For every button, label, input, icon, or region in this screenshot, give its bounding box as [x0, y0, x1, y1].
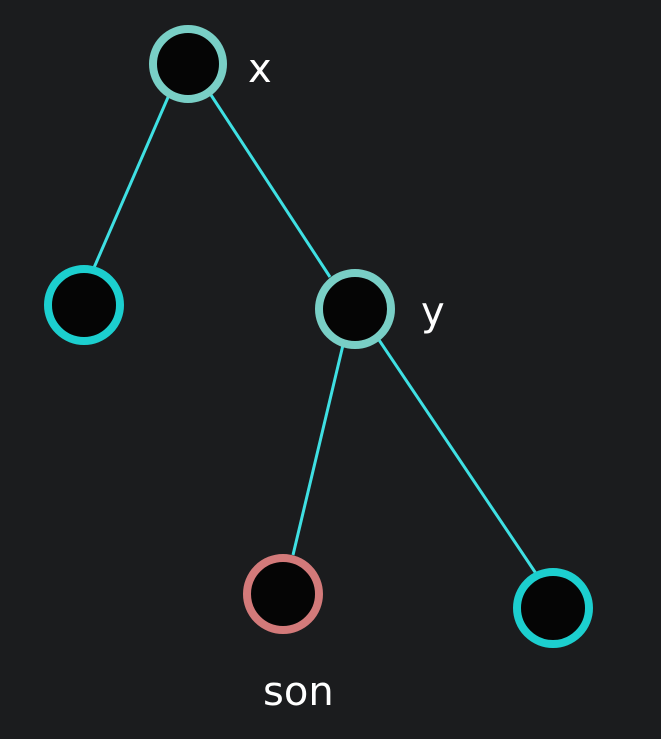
edge-x-to-y	[209, 94, 332, 278]
edge-y-to-son	[291, 344, 345, 556]
edge-y-to-right-child	[375, 336, 539, 576]
node-x-left-child	[44, 265, 124, 345]
label-y: y	[421, 289, 445, 335]
node-y-right-child	[513, 568, 593, 648]
label-x: x	[248, 46, 272, 92]
label-son: son	[263, 669, 334, 715]
edge-x-to-left-child	[91, 94, 171, 271]
node-x	[149, 25, 227, 103]
node-y	[315, 269, 395, 349]
node-son	[243, 554, 323, 634]
